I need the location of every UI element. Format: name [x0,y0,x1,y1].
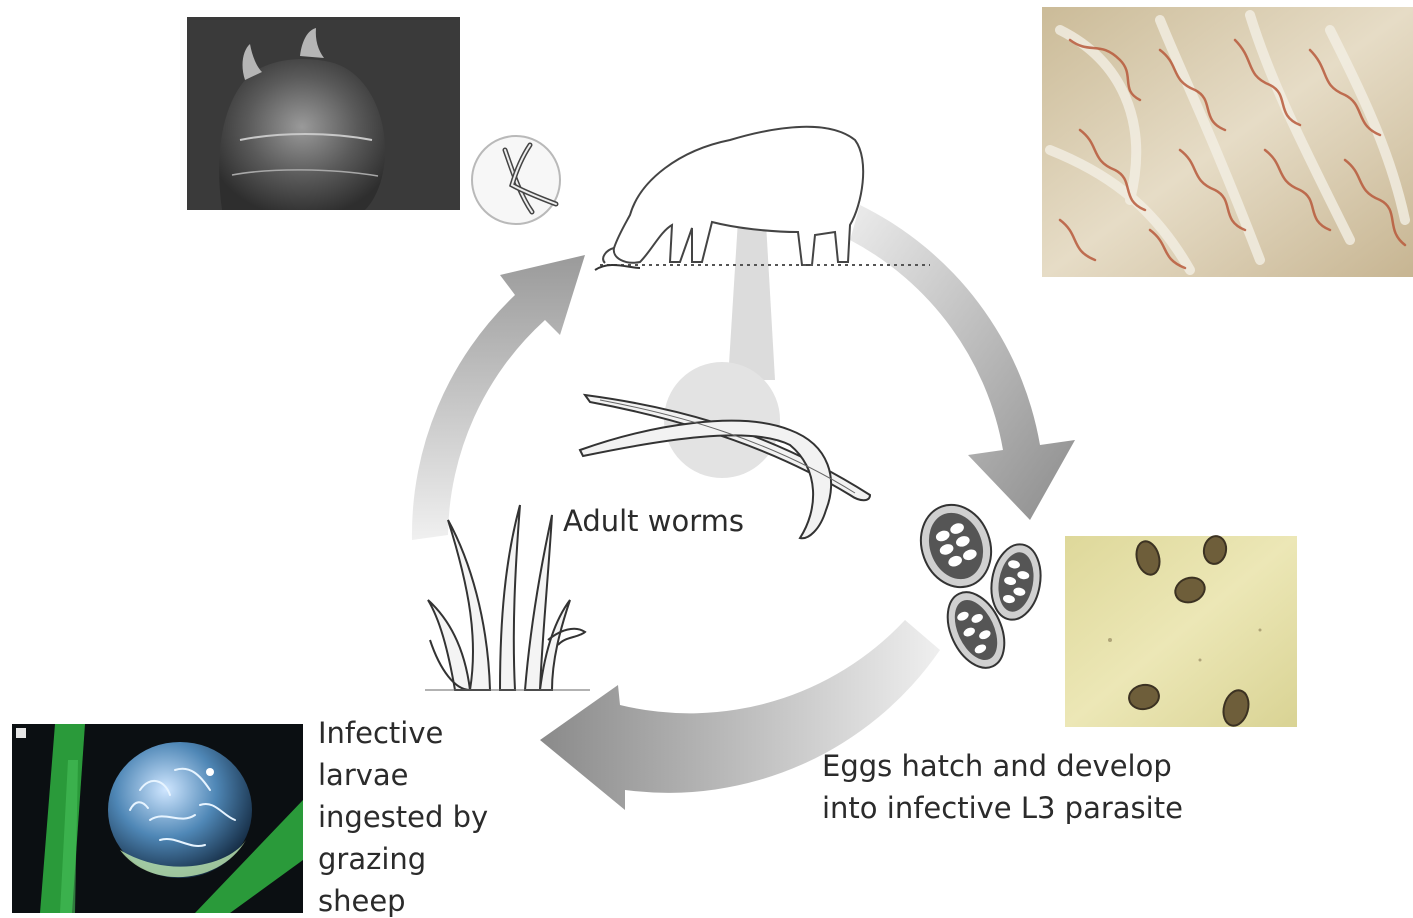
infective-larvae-label: Infective larvae ingested by grazing she… [318,712,518,918]
eggs-hatch-label: Eggs hatch and develop into infective L3… [822,745,1242,829]
egg-micrograph-photo [1065,534,1297,728]
larvae-on-grass-photo [12,724,303,913]
sem-worm-head-photo [187,17,460,210]
cycle-arrow-sheep-to-eggs [850,205,1075,520]
worms-in-abomasum-photo [1042,7,1413,277]
cycle-arrow-grass-to-sheep [412,255,585,540]
adult-worms-label: Adult worms [563,500,744,542]
larva-in-circle-icon [472,136,560,224]
